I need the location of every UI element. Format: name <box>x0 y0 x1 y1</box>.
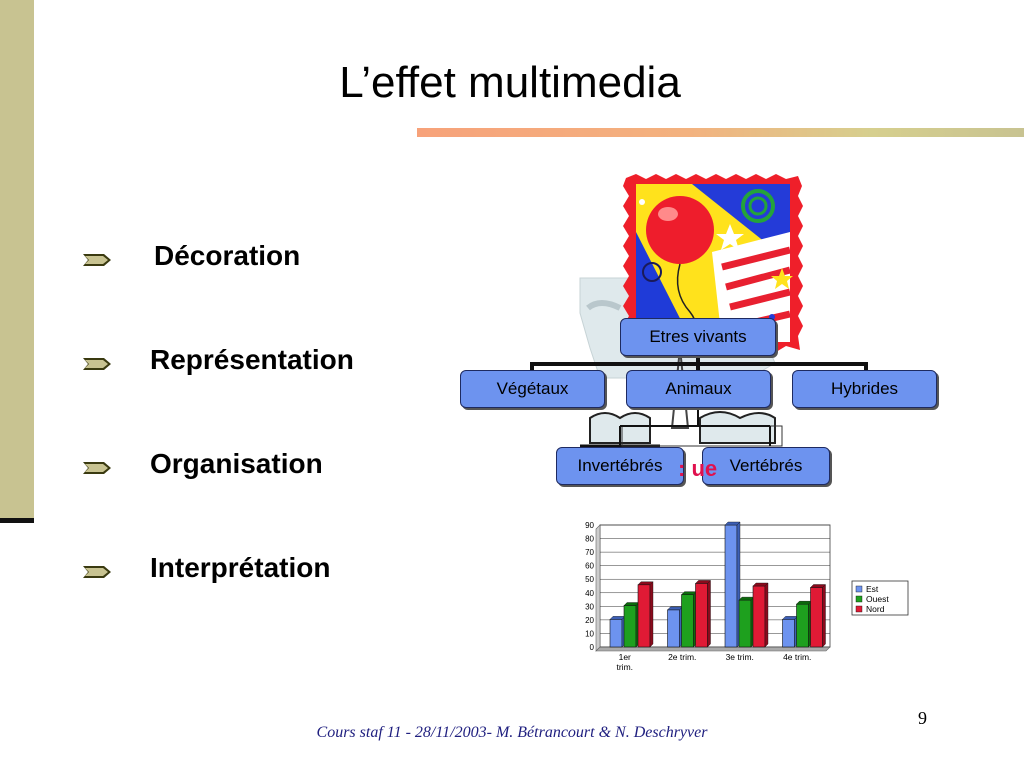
chart-legend-swatch <box>855 605 863 613</box>
chart-x-tick-label: 4e trim. <box>783 652 811 662</box>
bullet-label: Représentation <box>150 344 354 375</box>
bullet-representation: Représentation <box>82 344 412 384</box>
bullet-decoration: Décoration <box>82 240 412 280</box>
chart-y-tick-label: 80 <box>585 535 594 544</box>
chart-bar-top <box>695 580 711 584</box>
chart-bar-side <box>764 582 769 648</box>
chart-y-tick-label: 90 <box>585 521 594 530</box>
chart-legend-label: Nord <box>866 604 885 614</box>
chart-side-wall <box>595 524 601 652</box>
chart-bar-nord <box>695 583 708 648</box>
chart-bar-ouest <box>738 599 752 648</box>
chart-bar-top <box>810 584 826 588</box>
chart-legend-swatch <box>855 585 863 593</box>
chart-bar-nord <box>637 584 651 648</box>
bullet-label: Organisation <box>150 448 323 479</box>
chart-legend-label: Est <box>866 584 879 594</box>
chart-x-tick-label-line2: trim. <box>616 662 633 672</box>
bullet-arrow-icon <box>83 358 111 370</box>
chart-y-tick-label: 10 <box>585 629 594 638</box>
chart-x-tick-label: 1er <box>619 652 631 662</box>
node-level1-hybrides: Hybrides <box>792 370 937 408</box>
chart-bar-nord <box>752 585 766 648</box>
bullet-label: Interprétation <box>150 552 331 583</box>
chart-legend-swatch <box>855 595 863 603</box>
title-underline <box>417 128 1024 137</box>
chart-bar-ouest <box>623 605 637 648</box>
chart-bar-top <box>637 581 654 585</box>
page-number: 9 <box>918 708 927 728</box>
chart-x-tick-label: 3e trim. <box>726 652 754 662</box>
chart-bar-ouest <box>681 594 694 648</box>
chart-bar-side <box>707 579 711 648</box>
party-clipart <box>623 174 803 352</box>
chart-y-tick-label: 50 <box>585 575 594 584</box>
chart-x-tick-label: 2e trim. <box>668 652 696 662</box>
chart-y-tick-label: 30 <box>585 602 594 611</box>
chart-bar-ouest <box>796 603 809 648</box>
node-level1-vegetaux: Végétaux <box>460 370 605 408</box>
chart-y-tick-label: 0 <box>590 643 595 652</box>
bullet-interpretation: Interprétation <box>82 552 412 592</box>
chart-bar-nord <box>810 587 823 648</box>
bullet-arrow-icon <box>83 254 111 266</box>
chart-y-tick-label: 40 <box>585 589 594 598</box>
bullet-arrow-icon <box>83 566 111 578</box>
node-level1-animaux: Animaux <box>626 370 771 408</box>
bullet-label: Décoration <box>154 240 301 271</box>
chart-bar-side <box>649 581 654 648</box>
bullet-organisation: Organisation <box>82 448 412 488</box>
bullet-arrow-icon <box>83 462 111 474</box>
node-level2-vertebres: Vertébrés <box>702 447 830 485</box>
node-level2-invertebres: Invertébrés <box>556 447 684 485</box>
chart-bar-est <box>609 619 623 648</box>
slide-title: L’effet multimedia <box>339 58 681 107</box>
chart-bar-top <box>724 521 741 526</box>
chart-y-tick-label: 60 <box>585 562 594 571</box>
chart-y-tick-label: 70 <box>585 548 594 557</box>
chart-floor <box>595 646 831 652</box>
chart-bar-top <box>752 582 769 587</box>
chart-bar-est <box>667 609 680 648</box>
chart-bar-est <box>724 524 738 648</box>
left-accent-line <box>0 518 34 523</box>
chart-bar-est <box>782 619 795 648</box>
left-accent-bar <box>0 0 34 520</box>
partial-hyperlink-text: : ue <box>678 456 718 481</box>
slide-footer: Cours staf 11 - 28/11/2003- M. Bétrancou… <box>316 724 708 741</box>
node-root: Etres vivants <box>620 318 776 356</box>
chart-legend-label: Ouest <box>866 594 889 604</box>
chart-bar-side <box>822 584 826 648</box>
chart-y-tick-label: 20 <box>585 616 594 625</box>
